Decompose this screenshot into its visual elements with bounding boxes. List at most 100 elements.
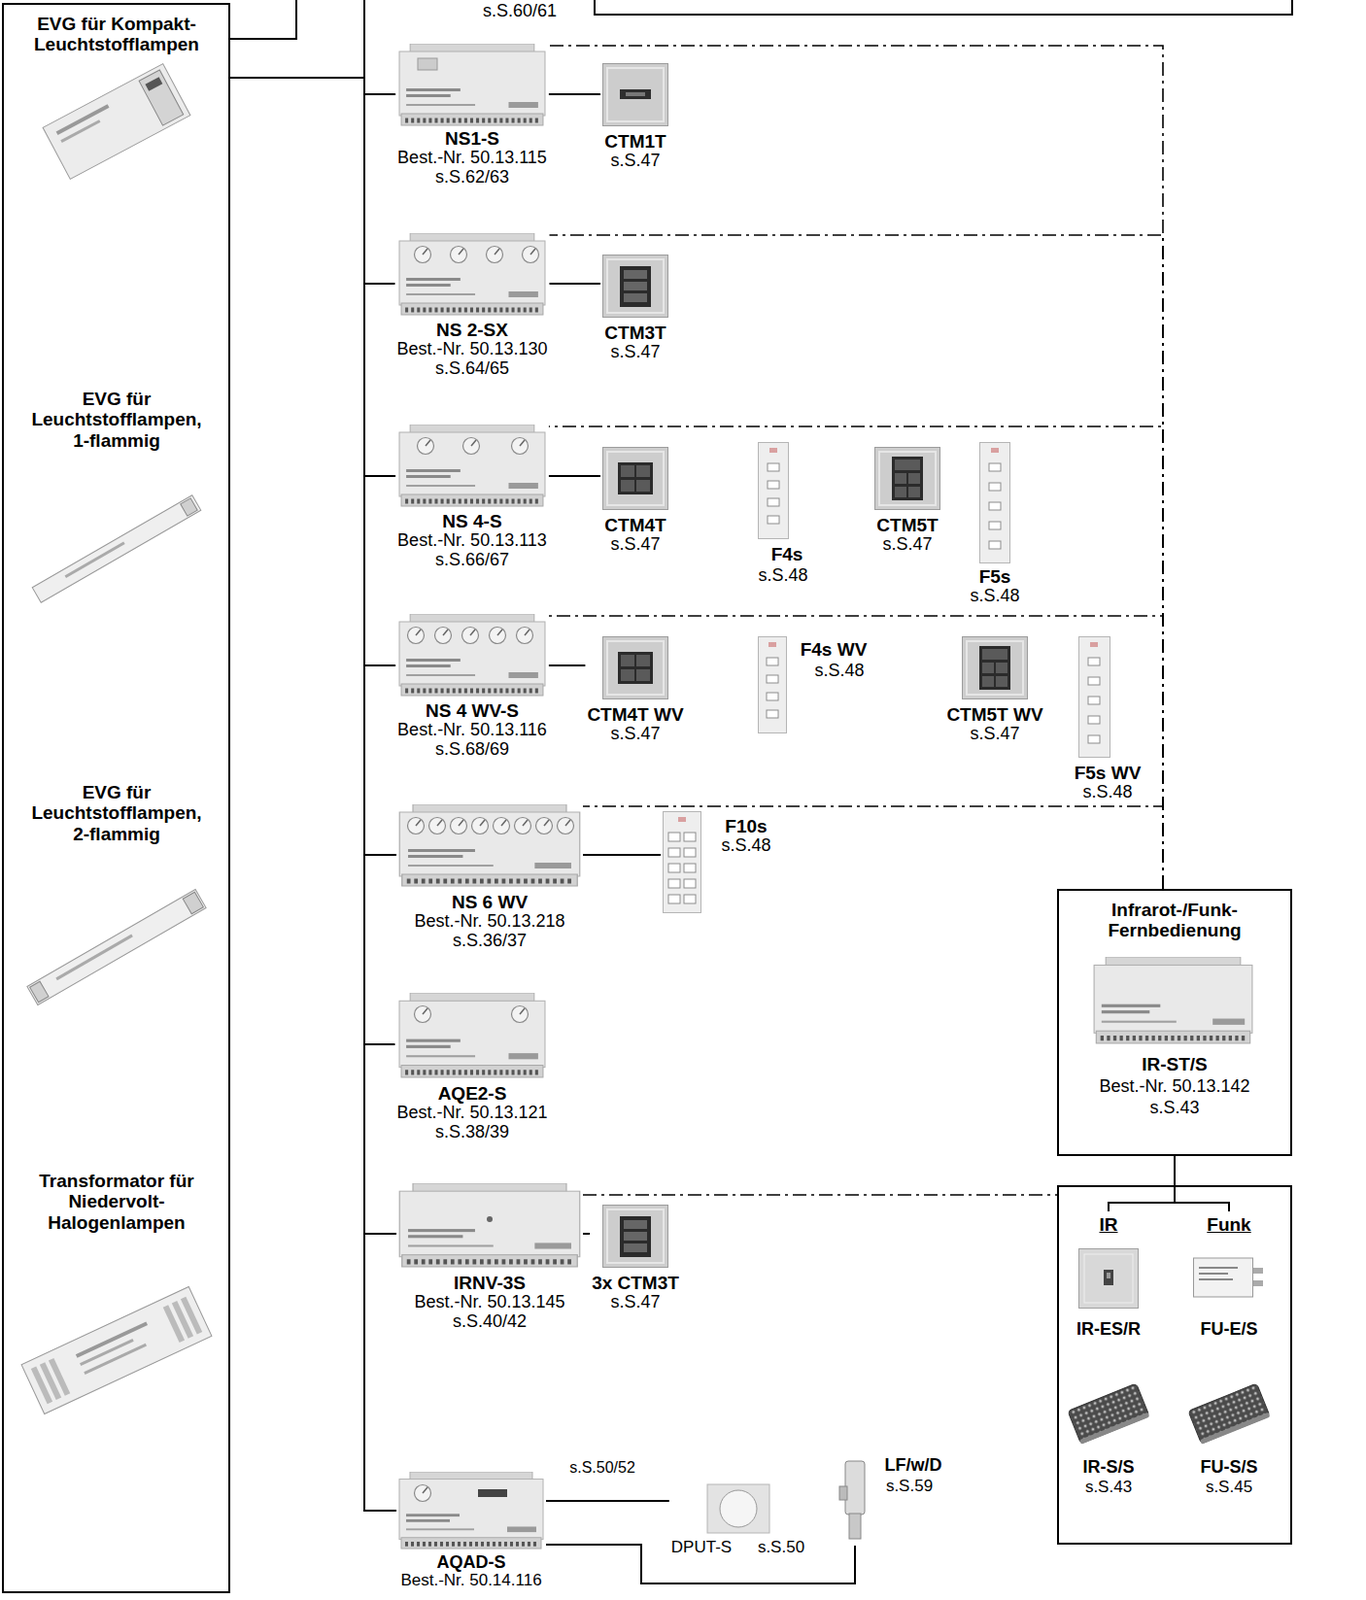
device-picture — [514, 818, 532, 835]
ballast-picture — [48, 1358, 70, 1397]
wall-panel-picture — [603, 1205, 669, 1268]
device-module: NS 4 WV-SBest.-Nr. 50.13.116s.S.68/69 — [395, 613, 549, 760]
wall-panel-picture — [623, 281, 648, 291]
push-button-strip — [663, 812, 702, 914]
wall-panel-picture — [894, 486, 907, 498]
ballast-picture — [182, 891, 204, 915]
push-button-strip — [989, 541, 1001, 549]
product-name: NS 6 WV — [451, 891, 528, 913]
product-name: EVG für Leuchtstofflampen, 2-flammig — [24, 782, 209, 845]
device-picture — [408, 818, 425, 835]
wall-panel-picture — [623, 270, 648, 279]
ballast-picture — [27, 888, 206, 1005]
remote-link-line — [582, 1194, 1058, 1196]
remote-receiver-box: Infrarot-/Funk- FernbedienungIR-ST/SBest… — [1057, 888, 1293, 1157]
product-name: F10s — [724, 816, 767, 837]
frame-line — [1108, 1201, 1230, 1204]
push-button-strip — [683, 879, 696, 888]
push-button-strip — [980, 443, 1011, 564]
push-button-strip — [1088, 696, 1100, 705]
product-name: F5s WV — [1074, 762, 1142, 784]
ballast-picture — [75, 1321, 148, 1358]
product-name: IRNV-3S — [453, 1272, 526, 1294]
sensor-picture — [707, 1461, 865, 1539]
ballast-picture — [83, 1343, 147, 1375]
push-button-strip — [989, 463, 1001, 472]
push-button-strip — [768, 642, 777, 648]
remote-picture — [1199, 1412, 1270, 1445]
reference-text: s.S.47 — [610, 150, 660, 171]
wall-panel-picture — [908, 473, 921, 484]
reference-text: s.S.47 — [610, 534, 660, 554]
reference-text: Best.-Nr. 50.13.115 — [397, 147, 547, 168]
wire-line — [230, 77, 396, 95]
button-strip: F4ss.S.48 — [755, 441, 811, 586]
dimmer-button: DPUT-Ss.S.50 — [669, 1483, 807, 1558]
remote-link-line — [548, 426, 1163, 889]
device-picture — [536, 818, 553, 835]
wall-panel-picture — [908, 486, 921, 498]
wire-line — [548, 475, 601, 478]
wall-panel-picture — [636, 479, 650, 492]
wall-panel-picture — [962, 637, 1028, 700]
reference-text: s.S.47 — [610, 1292, 660, 1312]
wall-panel-picture — [603, 255, 669, 318]
remote-picture — [1198, 1272, 1229, 1275]
reference-text: Best.-Nr. 50.13.113 — [397, 530, 547, 550]
device-picture — [462, 627, 479, 645]
push-button-strip — [1088, 735, 1100, 744]
reference-text: s.S.47 — [610, 723, 660, 744]
wire-line — [230, 77, 396, 666]
device-module: NS 4-SBest.-Nr. 50.13.113s.S.66/67 — [395, 423, 549, 571]
wall-panel-picture — [620, 669, 635, 682]
push-button-strip — [767, 463, 780, 472]
push-button-strip — [758, 637, 787, 734]
push-button-strip — [1079, 637, 1111, 758]
push-button-strip — [989, 502, 1001, 511]
product-name: IR-ST/S — [1141, 1054, 1208, 1075]
reference-text: Best.-Nr. 50.13.121 — [396, 1102, 547, 1123]
reference-text: s.S.48 — [969, 585, 1020, 606]
push-button-strip — [758, 443, 789, 540]
ballast-picture — [138, 69, 184, 126]
push-button-strip — [1079, 637, 1111, 758]
wire-line — [230, 77, 396, 284]
product-name: IR — [1099, 1214, 1119, 1235]
reference-text: s.S.43 — [1085, 1477, 1132, 1497]
remote-picture — [1188, 1383, 1270, 1445]
push-button-strip — [758, 443, 789, 540]
ballast-picture — [30, 981, 49, 1003]
device-picture — [463, 438, 480, 455]
remote-picture — [1188, 1383, 1270, 1444]
remote-picture — [1198, 1278, 1233, 1281]
wall-panel-picture — [617, 462, 653, 495]
wall-panel-picture — [891, 456, 923, 501]
push-button-strip — [683, 848, 696, 857]
push-button-strip — [663, 443, 1111, 914]
reference-text: s.S.47 — [969, 723, 1020, 744]
remote-picture — [1198, 1266, 1238, 1269]
wire-line — [549, 282, 602, 285]
device-picture — [399, 992, 546, 1078]
wall-panel-picture — [620, 654, 635, 667]
wall-panel-picture — [620, 465, 635, 478]
push-button-strip — [683, 894, 696, 904]
sensor-picture — [707, 1484, 770, 1534]
wall-panel-picture — [894, 459, 921, 471]
reference-text: s.S.38/39 — [435, 1122, 510, 1142]
wall-panel-picture — [603, 255, 669, 318]
device-picture — [486, 1216, 493, 1223]
ballast-picture — [42, 64, 191, 180]
device-picture — [399, 424, 546, 507]
wall-panel-picture — [620, 479, 635, 492]
button-strip: F5ss.S.48 — [967, 441, 1022, 607]
wall-panel-picture — [982, 676, 994, 687]
reference-text: s.S.62/63 — [435, 167, 510, 187]
wire-line — [1173, 1156, 1176, 1186]
remote-picture — [1194, 1258, 1254, 1298]
ballast-picture — [21, 64, 212, 1415]
product-name: LF/w/D — [885, 1455, 943, 1475]
product-name: CTM4T — [604, 514, 666, 536]
wire-line — [582, 1232, 590, 1235]
